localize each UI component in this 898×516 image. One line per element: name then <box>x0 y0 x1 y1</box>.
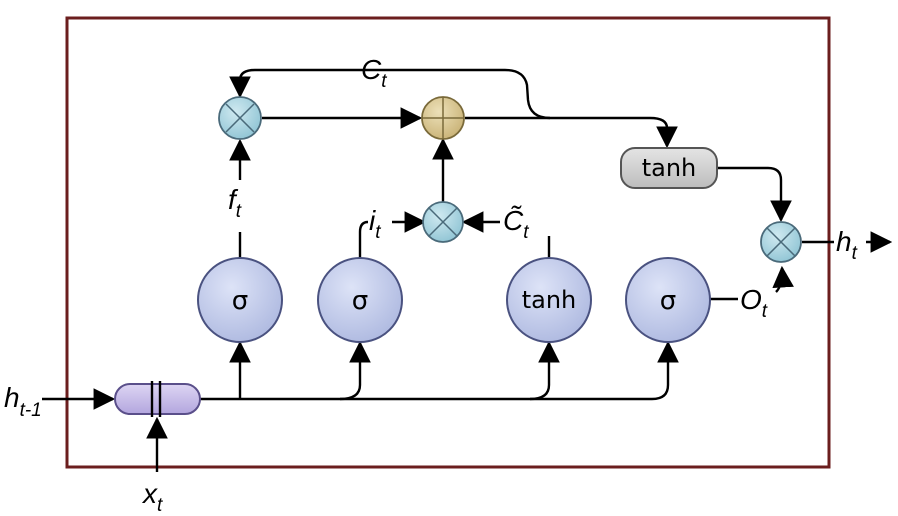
cell-tanh-box: tanh <box>620 147 718 189</box>
add-circle-icon <box>421 96 465 140</box>
concat-bar-icon <box>114 381 201 417</box>
bus-to-input <box>339 340 371 401</box>
label-x-t: xt <box>141 478 163 516</box>
input-gate-label: σ <box>352 286 368 316</box>
input-bus <box>200 340 679 401</box>
forget-gate: σ <box>197 257 283 343</box>
label-c-tilde: C̃t <box>503 205 529 243</box>
label-f-t: ft <box>228 184 242 222</box>
label-i-t: it <box>369 205 381 243</box>
output-gate: σ <box>625 257 711 343</box>
cell-tanh-label: tanh <box>642 154 697 182</box>
label-h-t: ht <box>836 226 858 264</box>
multiply-circle-icon <box>218 96 262 140</box>
tanh-to-omult <box>717 166 792 223</box>
label-h-prev: ht-1 <box>4 382 42 421</box>
ot-to-omult <box>772 265 794 293</box>
input-to-imult <box>358 220 369 258</box>
label-o-t: Ot <box>740 284 768 322</box>
input-gate: σ <box>317 257 403 343</box>
bus-to-candidate <box>529 340 560 401</box>
candidate-gate-label: tanh <box>522 286 577 314</box>
add-out <box>465 116 678 149</box>
multiply-circle-icon <box>760 221 802 263</box>
label-c-t: Ct <box>361 54 387 92</box>
forget-gate-label: σ <box>232 286 248 316</box>
output-gate-label: σ <box>660 286 676 316</box>
multiply-circle-icon <box>422 201 464 243</box>
connections <box>42 68 893 472</box>
ct-loop <box>229 68 551 120</box>
candidate-gate: tanh <box>506 257 592 343</box>
